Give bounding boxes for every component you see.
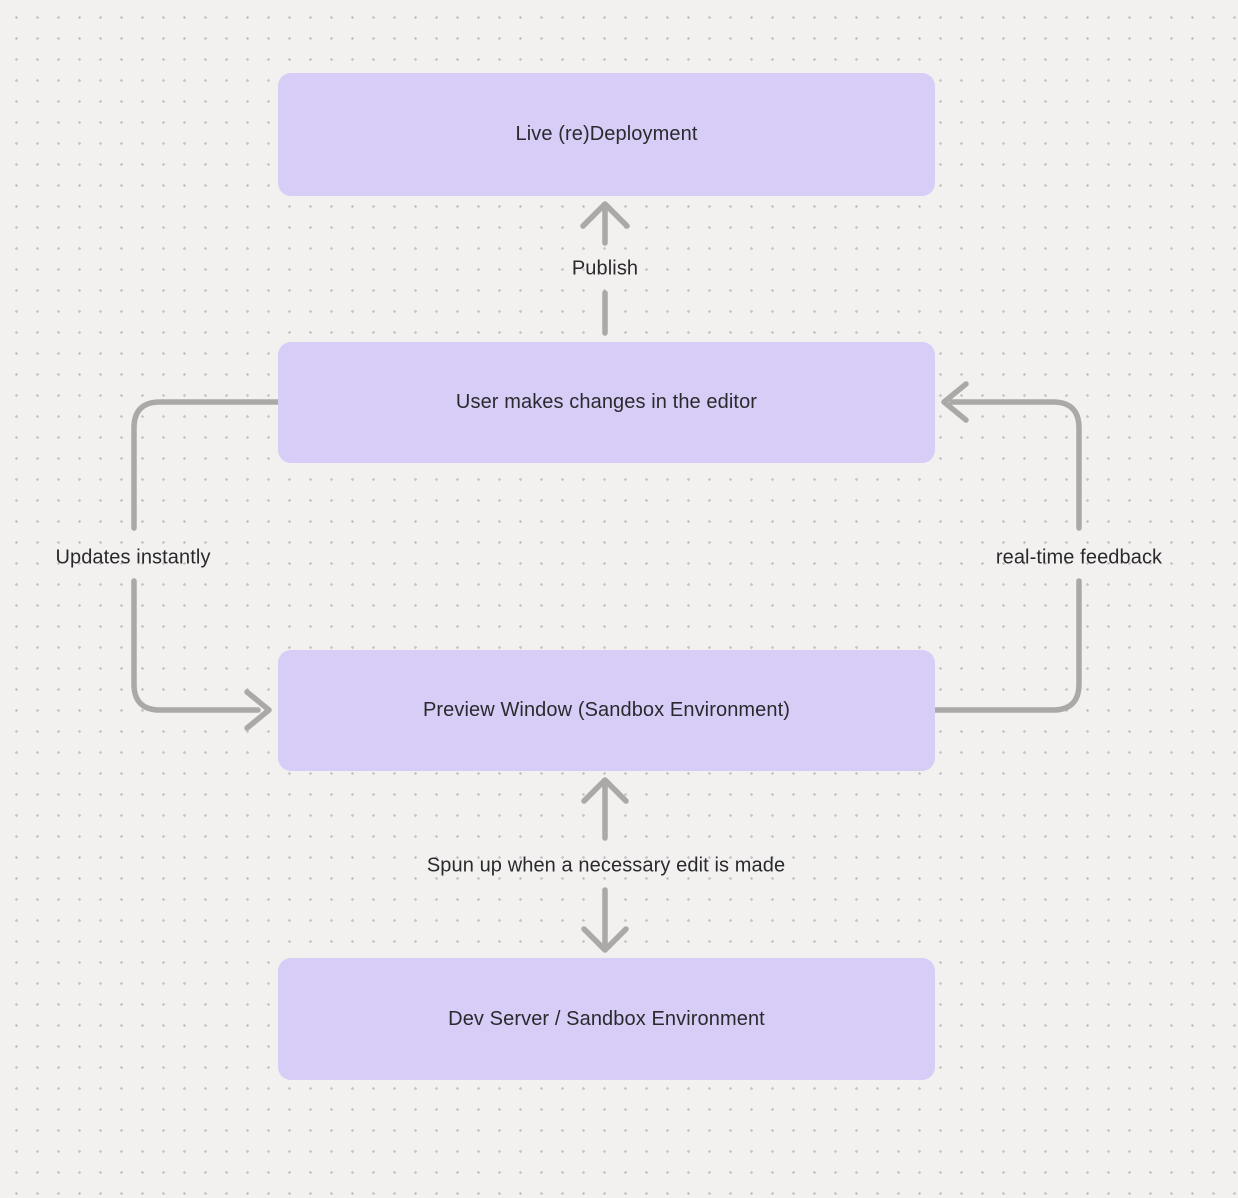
node-live-redeployment[interactable]: Live (re)Deployment (278, 73, 935, 196)
node-label: User makes changes in the editor (455, 391, 758, 413)
node-preview-window[interactable]: Preview Window (Sandbox Environment) (278, 650, 935, 771)
edge-label-realtime-feedback: real-time feedback (995, 546, 1163, 569)
node-dev-server[interactable]: Dev Server / Sandbox Environment (278, 958, 935, 1080)
edge-label-updates-instantly: Updates instantly (55, 546, 211, 569)
edge-label-publish: Publish (571, 257, 639, 280)
edge-label-spun-up: Spun up when a necessary edit is made (426, 854, 786, 877)
node-user-makes-changes[interactable]: User makes changes in the editor (278, 342, 935, 463)
node-label: Dev Server / Sandbox Environment (448, 1007, 765, 1030)
node-label: Preview Window (Sandbox Environment) (422, 699, 791, 721)
node-label: Live (re)Deployment (515, 123, 698, 145)
